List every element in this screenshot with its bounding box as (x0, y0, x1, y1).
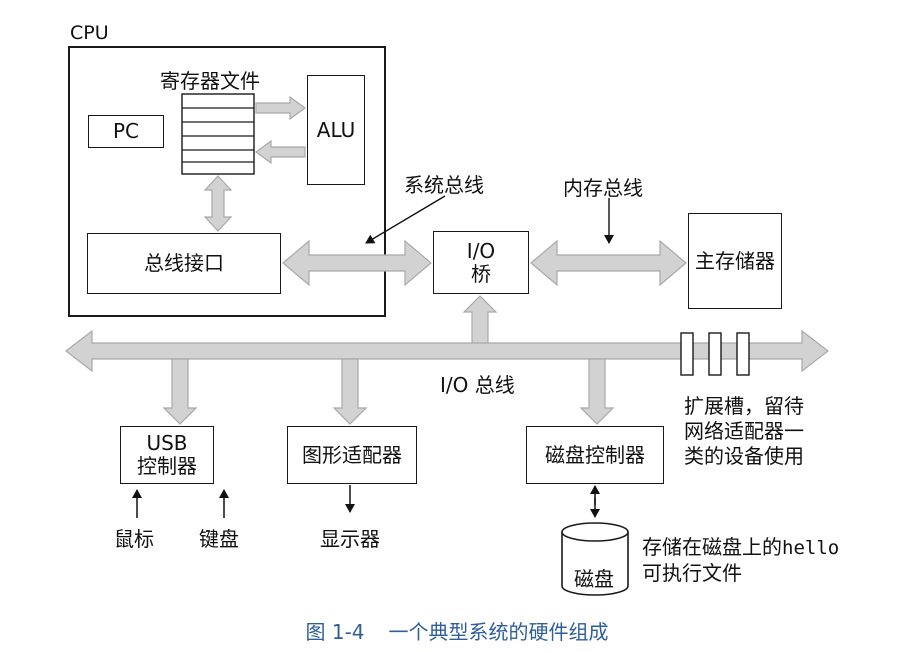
disk-controller: 磁盘控制器 (526, 426, 664, 484)
alu-unit: ALU (307, 75, 365, 185)
alu-label: ALU (316, 117, 356, 142)
usb-line2: 控制器 (137, 454, 197, 478)
io-bus-label: I/O 总线 (440, 373, 515, 397)
graphics-label: 图形适配器 (302, 442, 402, 467)
memory-bus-label: 内存总线 (563, 176, 643, 200)
usb-controller: USB 控制器 (120, 426, 214, 484)
io-bridge-line2: 桥 (470, 261, 491, 286)
cpu-label: CPU (70, 22, 109, 44)
figure-caption: 图 1-4 一个典型系统的硬件组成 (0, 616, 914, 645)
figure-title: 一个典型系统的硬件组成 (388, 620, 609, 644)
mouse-label: 鼠标 (114, 527, 154, 551)
bus-interface-label: 总线接口 (144, 251, 224, 275)
io-bridge: I/O 桥 (433, 231, 529, 294)
register-file-label: 寄存器文件 (160, 69, 260, 93)
disk-note-prefix: 存储在磁盘上的 (642, 535, 782, 559)
disk-note-hello: hello (782, 537, 840, 559)
figure-number: 图 1-4 (305, 620, 365, 644)
register-file (181, 93, 255, 175)
register-bus-interface-arrow (203, 175, 233, 232)
graphics-adapter: 图形适配器 (287, 426, 417, 484)
system-bus-pointer (365, 195, 446, 244)
pc-label: PC (112, 119, 140, 143)
disk-controller-label: 磁盘控制器 (545, 442, 645, 467)
expansion-note: 扩展槽，留待 网络适配器一 类的设备使用 (684, 394, 804, 469)
system-bus-arrow (282, 239, 432, 287)
system-bus-label: 系统总线 (404, 173, 484, 197)
io-bridge-line1: I/O (466, 238, 496, 263)
expansion-note-line3: 类的设备使用 (684, 444, 804, 468)
expansion-note-line2: 网络适配器一 (684, 419, 804, 443)
cpu-frame (68, 46, 386, 317)
disk-note: 存储在磁盘上的hello 可执行文件 (642, 535, 839, 586)
memory-bus-arrow (530, 239, 687, 287)
display-label: 显示器 (320, 527, 380, 551)
io-bus-arrow (65, 329, 829, 373)
bus-interface: 总线接口 (87, 233, 281, 294)
register-to-alu-arrow (255, 95, 307, 121)
disk-label: 磁盘 (574, 567, 614, 591)
disk-cylinder (561, 522, 629, 596)
pc-register: PC (88, 115, 164, 148)
expansion-note-line1: 扩展槽，留待 (684, 394, 804, 418)
main-memory-label: 主存储器 (695, 248, 775, 273)
main-memory: 主存储器 (688, 213, 782, 309)
keyboard-label: 键盘 (199, 527, 239, 551)
io-bus-to-usb-arrow (162, 358, 198, 425)
disk-note-line2: 可执行文件 (642, 561, 742, 585)
bridge-to-io-bus-arrow (462, 295, 498, 349)
expansion-slots (680, 332, 750, 376)
io-bus-to-disk-controller-arrow (579, 358, 615, 425)
io-bus-to-graphics-arrow (332, 358, 368, 425)
alu-to-register-arrow (254, 139, 306, 165)
usb-line1: USB (146, 431, 188, 455)
